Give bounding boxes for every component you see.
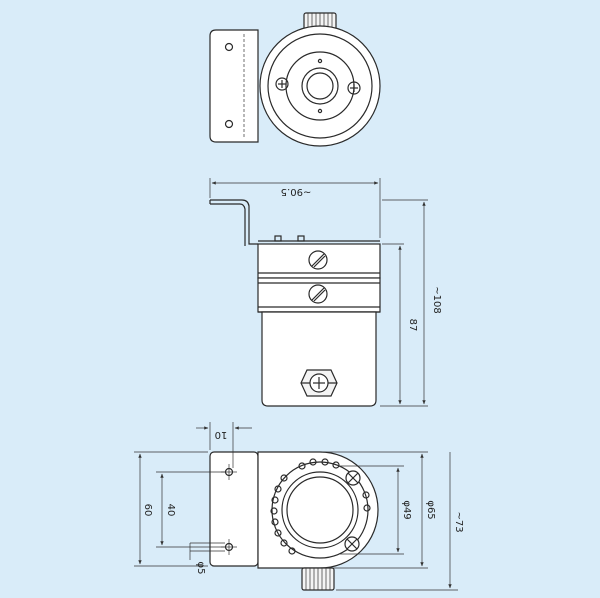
bottom-view-mounting-flange xyxy=(209,451,259,567)
dim-label-diameter-inner: φ49 xyxy=(401,500,412,519)
dim-label-hole-diameter: φ5 xyxy=(195,562,206,575)
dim-label-flange-thickness: 10 xyxy=(215,429,228,440)
front-view-cable-gland xyxy=(300,369,338,397)
top-view xyxy=(209,12,381,147)
front-view xyxy=(209,178,428,407)
bottom-view-screw-upper xyxy=(345,470,361,486)
front-view-upper-block xyxy=(257,243,381,279)
bottom-view-lid xyxy=(281,471,359,549)
top-flange-hole-upper xyxy=(224,42,234,52)
dim-label-depth-overall: ~73 xyxy=(453,511,464,532)
top-view-housing-ring xyxy=(267,33,373,139)
front-view-lower-body xyxy=(261,311,377,407)
bottom-view-cap xyxy=(286,476,354,544)
front-view-screw-lower xyxy=(308,284,328,304)
top-view-port-inner xyxy=(306,72,334,100)
top-view-screw-left xyxy=(275,77,289,91)
top-view-screw-right xyxy=(347,81,361,95)
bottom-view-ring xyxy=(271,461,369,559)
dim-label-height-overall: ~108 xyxy=(431,286,442,313)
dim-label-hole-spacing: 60 xyxy=(142,504,153,517)
top-view-housing-outer xyxy=(259,25,381,147)
dim-label-diameter-outer: φ65 xyxy=(425,500,436,519)
dim-label-width-overall: ~90.5 xyxy=(281,186,312,197)
top-view-port-outer xyxy=(301,67,339,105)
dim-label-hole-spacing-inner: 40 xyxy=(165,504,176,517)
bottom-view xyxy=(134,422,458,591)
front-view-bracket xyxy=(210,199,258,245)
top-flange-hole-lower xyxy=(224,119,234,129)
top-view-mounting-flange xyxy=(209,29,259,143)
bottom-view-terminal-bolts xyxy=(270,458,371,555)
dim-label-height-body: 87 xyxy=(407,319,418,332)
front-view-screw-upper xyxy=(308,250,328,270)
bottom-view-screw-lower xyxy=(344,536,360,552)
